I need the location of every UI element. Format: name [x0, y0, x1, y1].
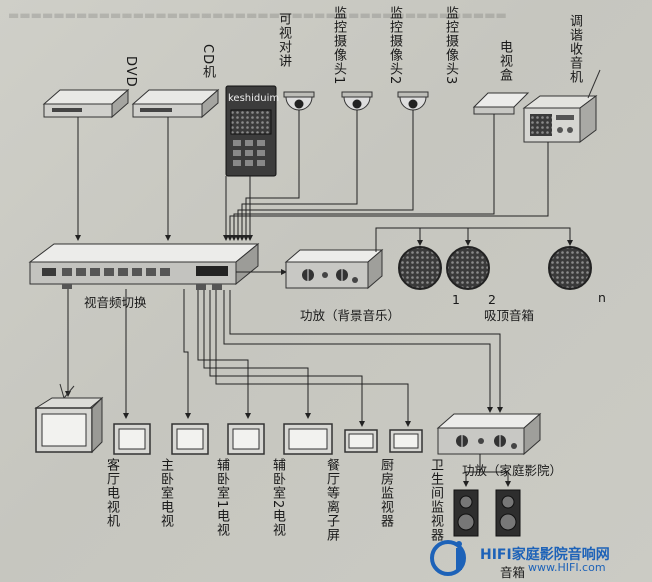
- label-plasma-dining: 餐厅等离子屏: [324, 458, 339, 542]
- label-monitor-bath: 卫生间监视器: [428, 458, 443, 542]
- ht-speaker-left: [453, 489, 479, 537]
- label-dvd: DVD: [123, 56, 138, 88]
- label-camera3: 监控摄像头3: [443, 6, 458, 86]
- background-bleed: ▬▬▬▬▬▬▬▬▬▬▬▬▬▬▬▬▬▬▬▬▬▬▬▬▬▬▬▬▬▬▬▬▬▬▬▬▬▬▬▬…: [8, 8, 507, 22]
- label-amp-ht: 功放（家庭影院）: [462, 463, 563, 478]
- label-tv-master: 主卧室电视: [158, 458, 173, 528]
- label-camera2: 监控摄像头2: [387, 6, 402, 86]
- tv-sec1: [171, 423, 209, 455]
- label-cd: CD机: [200, 44, 215, 80]
- monitor-kitchen: [389, 429, 423, 453]
- camera-2: [341, 91, 373, 111]
- label-tuner: 调谐收音机: [567, 14, 582, 84]
- watermark-brand: HIFI家庭影院音响网: [480, 547, 610, 563]
- label-intercom-brand: keshiduim: [228, 93, 280, 104]
- tv-sec2-a: [227, 423, 265, 455]
- label-amp-bg: 功放（背景音乐）: [300, 308, 401, 323]
- speaker-wires: [375, 227, 573, 252]
- source-wires: [75, 110, 549, 241]
- camera-3: [397, 91, 429, 111]
- label-tv-living: 客厅电视机: [104, 458, 119, 528]
- label-intercom: 可视对讲: [276, 12, 291, 68]
- label-tv-sec2: 辅卧室2电视: [270, 458, 285, 538]
- cd-player: [131, 88, 220, 119]
- label-tvbox: 电视盒: [497, 40, 512, 82]
- tv-living: [34, 383, 104, 454]
- tuner-radio: [522, 69, 601, 143]
- watermark-url: www.HIFI.com: [528, 561, 606, 574]
- label-ht-speakers: 音箱: [500, 565, 526, 580]
- ceiling-speaker-2: [446, 246, 490, 290]
- ceiling-speaker-1: [398, 246, 442, 290]
- av-switcher: [28, 242, 260, 290]
- label-speaker-1: 1: [452, 292, 460, 307]
- amp-home-theater: [436, 412, 542, 456]
- hifi-logo-icon: [430, 540, 466, 576]
- tv-sec2: [283, 423, 333, 455]
- dvd-player: [42, 88, 130, 119]
- video-intercom: [225, 85, 277, 177]
- label-camera1: 监控摄像头1: [331, 6, 346, 86]
- watermark: HIFI家庭影院音响网 www.HIFI.com: [428, 538, 646, 578]
- ht-speaker-right: [495, 489, 521, 537]
- label-ceiling-speakers: 吸顶音箱: [484, 308, 535, 323]
- tv-box: [472, 92, 530, 115]
- label-switcher: 视音频切换: [84, 295, 147, 310]
- ht-speaker-wires: [463, 454, 511, 487]
- label-speaker-n: n: [598, 290, 606, 305]
- plasma-dining: [344, 429, 378, 453]
- ceiling-speaker-n: [548, 246, 592, 290]
- label-monitor-kitchen: 厨房监视器: [378, 458, 393, 528]
- amp-background-music: [284, 248, 384, 290]
- tv-master: [113, 423, 151, 455]
- output-wires: [65, 289, 503, 427]
- label-speaker-2: 2: [488, 292, 496, 307]
- label-tv-sec1: 辅卧室1电视: [214, 458, 229, 538]
- camera-1: [283, 91, 315, 111]
